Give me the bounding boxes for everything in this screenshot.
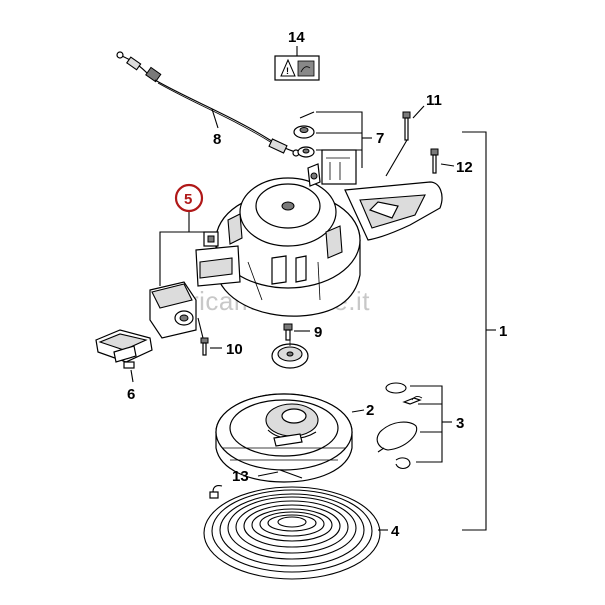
washer-cap[interactable] — [271, 340, 309, 369]
callout-3: 3 — [456, 415, 464, 432]
callout-9: 9 — [314, 324, 322, 341]
bolt-part-11[interactable] — [402, 111, 411, 141]
callout-12: 12 — [456, 159, 473, 176]
pin-part-13[interactable] — [279, 469, 303, 479]
callout-5-highlight-circle — [174, 183, 204, 213]
starter-housing[interactable] — [195, 163, 443, 317]
callout-5: 5 — [184, 191, 192, 208]
stop-switch-part-7[interactable] — [293, 111, 357, 185]
bolt-part-12[interactable] — [430, 148, 439, 174]
assembly-bracket-part-1 — [462, 131, 487, 531]
svg-text:!: ! — [286, 66, 289, 76]
starter-handle-part-5[interactable] — [149, 281, 197, 339]
warning-label-part-14[interactable]: ! — [274, 55, 320, 81]
reel-part-2[interactable] — [215, 393, 353, 483]
callout-10: 10 — [226, 341, 243, 358]
callout-1: 1 — [499, 323, 507, 340]
screw-part-10[interactable] — [200, 337, 209, 356]
starter-grip-part-6[interactable] — [95, 329, 153, 369]
recoil-spring-part-4[interactable] — [203, 485, 381, 580]
callout-8: 8 — [213, 131, 221, 148]
screw-part-9[interactable] — [283, 323, 293, 341]
callout-11: 11 — [426, 92, 442, 109]
callout-14: 14 — [288, 29, 305, 46]
callout-6: 6 — [127, 386, 135, 403]
callout-7: 7 — [376, 130, 384, 147]
callout-4: 4 — [391, 523, 400, 540]
callout-2: 2 — [366, 402, 374, 419]
cable-part-8[interactable] — [116, 51, 300, 157]
pawl-spring-set-part-3[interactable] — [376, 382, 423, 470]
callout-13: 13 — [232, 468, 249, 485]
